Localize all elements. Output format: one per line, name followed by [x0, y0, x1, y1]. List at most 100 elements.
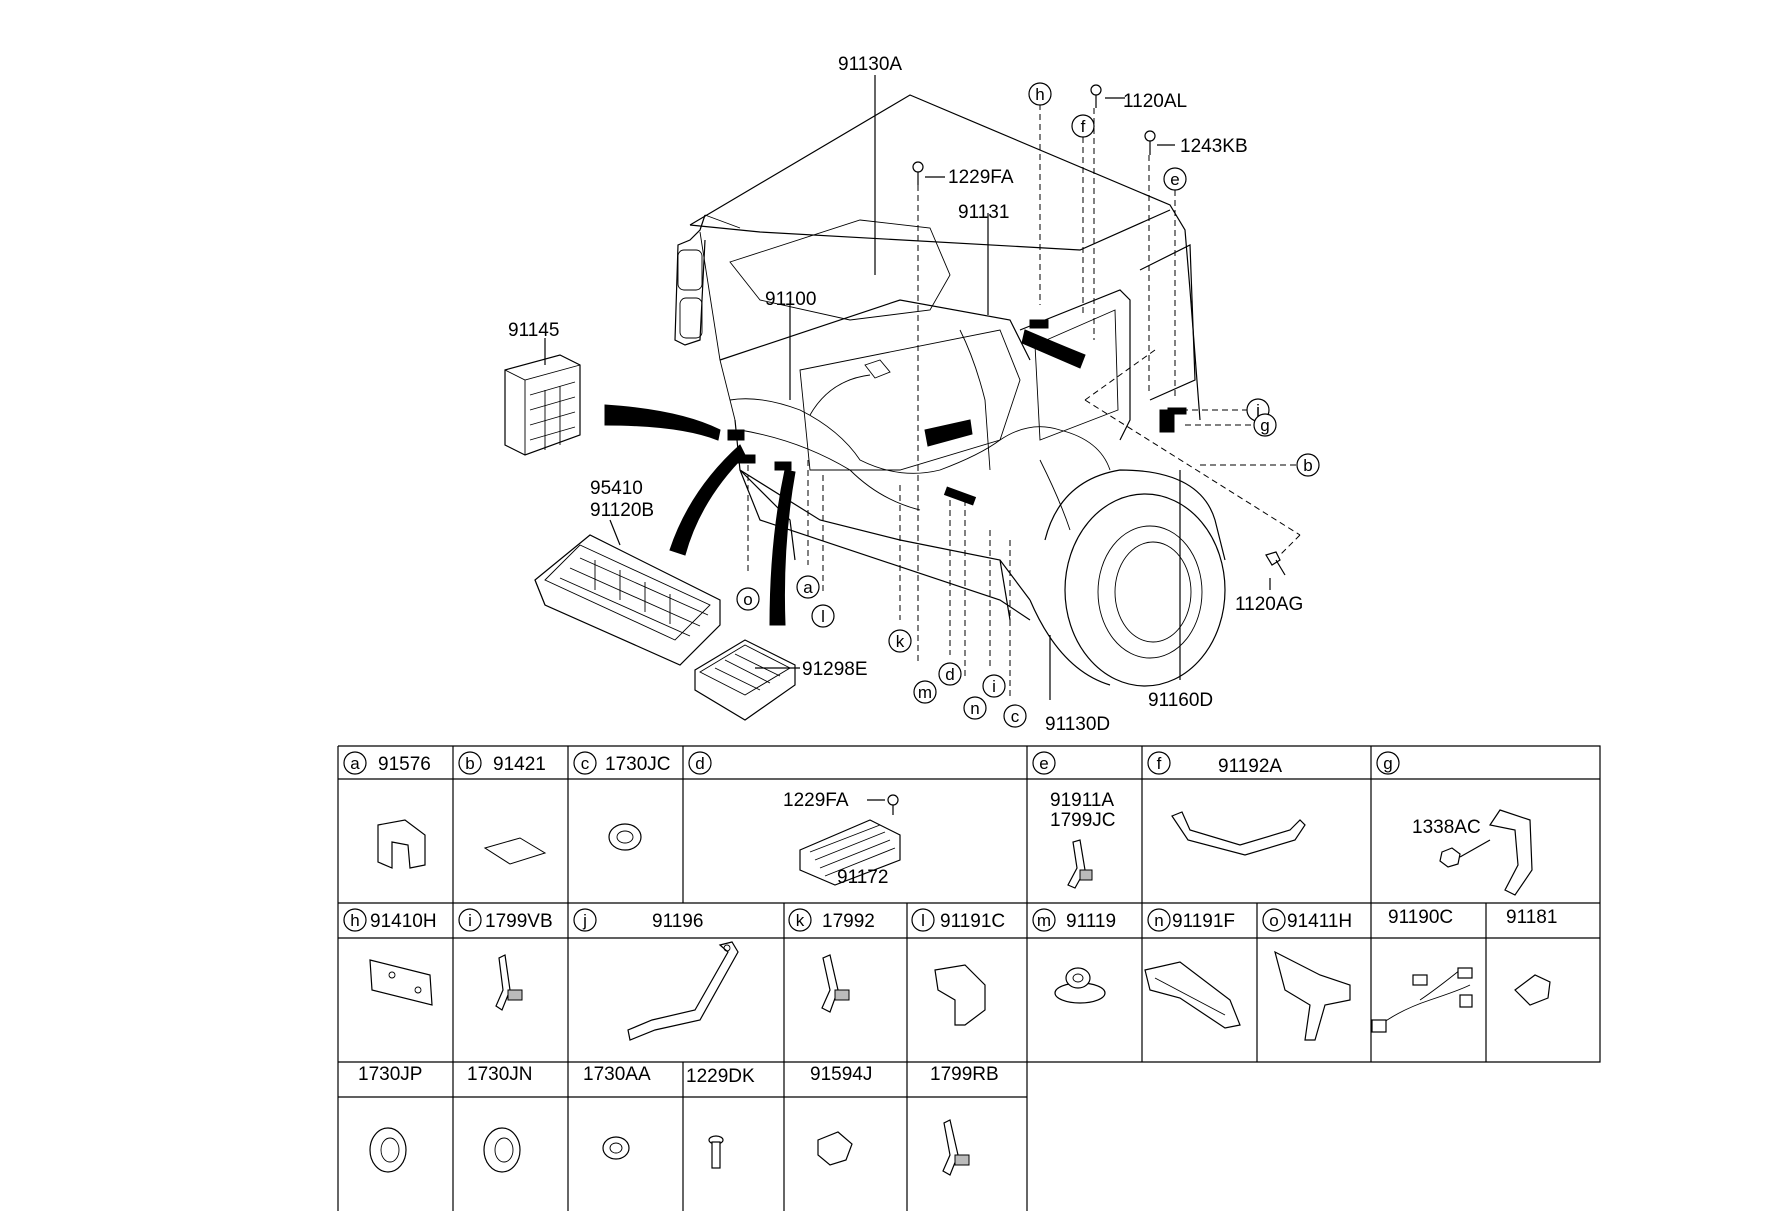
callout-k: k	[888, 629, 912, 653]
cell-c-header: c 1730JC	[573, 751, 671, 775]
svg-text:h: h	[1035, 85, 1044, 104]
callout-i: i	[982, 674, 1006, 698]
svg-text:91172: 91172	[837, 867, 888, 888]
svg-text:g: g	[1260, 416, 1269, 435]
row3-headers: 1730JP 1730JN 1730AA 1229DK 91594J 1799R…	[358, 1064, 999, 1087]
svg-text:1229DK: 1229DK	[686, 1066, 755, 1087]
svg-text:91191C: 91191C	[940, 911, 1005, 932]
svg-text:91576: 91576	[378, 754, 431, 775]
svg-text:e: e	[1170, 170, 1179, 189]
svg-text:o: o	[743, 590, 752, 609]
junction-box-95410	[534, 534, 721, 666]
cell-b-header: b 91421	[458, 751, 546, 775]
cell-d-header: d	[688, 751, 712, 775]
callout-a: a	[796, 575, 820, 599]
svg-text:n: n	[970, 699, 979, 718]
svg-text:o: o	[1269, 911, 1278, 930]
callout-h: h	[1028, 82, 1052, 106]
label-91130D: 91130D	[1045, 714, 1110, 735]
label-91120B: 91120B	[590, 500, 654, 521]
svg-text:j: j	[582, 911, 587, 930]
label-91160D: 91160D	[1148, 690, 1213, 711]
svg-text:1730AA: 1730AA	[583, 1064, 651, 1085]
row2-parts	[369, 941, 1551, 1041]
fuse-box-91298E	[694, 639, 796, 721]
svg-text:l: l	[821, 607, 825, 626]
svg-text:1799VB: 1799VB	[485, 911, 553, 932]
callout-c: c	[1003, 704, 1027, 728]
parts-table	[337, 745, 1601, 1211]
callout-m: m	[913, 680, 937, 704]
svg-text:1799RB: 1799RB	[930, 1064, 999, 1085]
cell-k-header: k 17992	[788, 908, 875, 932]
svg-text:91119: 91119	[1066, 911, 1116, 932]
label-91298E: 91298E	[802, 659, 868, 680]
svg-text:91911A: 91911A	[1050, 790, 1114, 811]
cell-91190C-header: 91190C	[1388, 907, 1453, 928]
label-91145: 91145	[508, 320, 559, 341]
svg-text:n: n	[1154, 911, 1163, 930]
svg-text:91421: 91421	[493, 754, 546, 775]
label-95410: 95410	[590, 478, 643, 499]
svg-text:17992: 17992	[822, 911, 875, 932]
callout-o: o	[736, 587, 760, 611]
svg-text:91196: 91196	[652, 911, 703, 932]
svg-text:d: d	[945, 665, 954, 684]
cell-l-header: l 91191C	[911, 908, 1005, 932]
svg-text:i: i	[468, 911, 472, 930]
relay-box-91145	[504, 354, 581, 456]
svg-text:i: i	[992, 677, 996, 696]
svg-text:1799JC: 1799JC	[1050, 810, 1116, 831]
svg-text:91410H: 91410H	[370, 911, 437, 932]
callout-e: e	[1163, 167, 1187, 191]
callout-f: f	[1071, 114, 1095, 138]
cell-j-header: j 91196	[573, 908, 703, 932]
callout-b: b	[1296, 453, 1320, 477]
svg-text:l: l	[921, 911, 925, 930]
cell-91181-header: 91181	[1506, 907, 1557, 928]
svg-text:91190C: 91190C	[1388, 907, 1453, 928]
callout-d: d	[938, 662, 962, 686]
label-1120AG: 1120AG	[1235, 594, 1303, 615]
callout-g: g	[1253, 413, 1277, 437]
main-callouts: h f e j g b o a l k m d n i c	[736, 82, 1320, 728]
label-1229FA: 1229FA	[948, 167, 1014, 188]
svg-text:h: h	[350, 911, 359, 930]
svg-text:91411H: 91411H	[1287, 911, 1352, 932]
row1-parts: 1229FA 91172 91911A 1799JC 1338AC	[377, 790, 1533, 896]
label-1120AL: 1120AL	[1123, 91, 1187, 112]
svg-text:1730JC: 1730JC	[605, 754, 671, 775]
truck-cab-drawing	[604, 94, 1226, 687]
svg-text:91594J: 91594J	[810, 1064, 872, 1085]
leader-lines	[544, 75, 1301, 700]
svg-text:m: m	[1037, 911, 1051, 930]
svg-text:91192A: 91192A	[1218, 756, 1282, 777]
svg-text:f: f	[1157, 754, 1162, 773]
cell-h-header: h 91410H	[343, 908, 437, 932]
main-labels: 91130A 1120AL 1243KB 1229FA 91131 91100 …	[508, 54, 1303, 735]
svg-text:f: f	[1081, 117, 1086, 136]
svg-text:91181: 91181	[1506, 907, 1557, 928]
cell-e-header: e	[1032, 751, 1056, 775]
svg-text:m: m	[918, 683, 932, 702]
svg-text:j: j	[1255, 401, 1260, 420]
label-1243KB: 1243KB	[1180, 136, 1248, 157]
svg-text:k: k	[796, 911, 805, 930]
svg-text:1730JP: 1730JP	[358, 1064, 422, 1085]
svg-text:b: b	[465, 754, 474, 773]
svg-text:c: c	[581, 754, 590, 773]
callout-l: l	[811, 604, 835, 628]
callout-n: n	[963, 696, 987, 720]
cell-o-header: o 91411H	[1262, 908, 1352, 932]
svg-text:1338AC: 1338AC	[1412, 817, 1481, 838]
row3-parts	[369, 1119, 970, 1176]
svg-text:g: g	[1383, 754, 1392, 773]
cell-f-header: f 91192A	[1147, 751, 1282, 777]
label-91131: 91131	[958, 202, 1009, 223]
cell-i-header: i 1799VB	[458, 908, 553, 932]
svg-text:b: b	[1303, 456, 1312, 475]
